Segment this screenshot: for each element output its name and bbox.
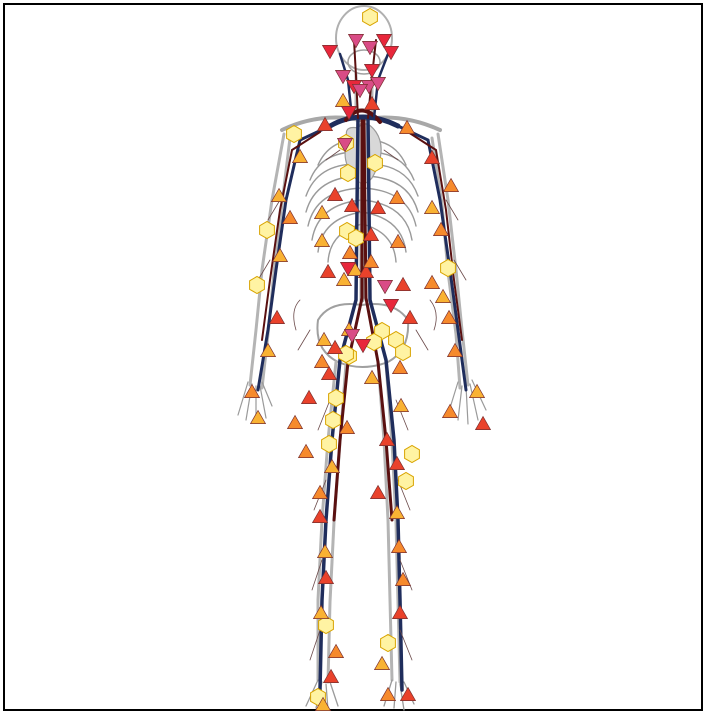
up-triangle-marker bbox=[436, 290, 451, 303]
up-triangle-marker bbox=[371, 486, 386, 499]
up-triangle-marker bbox=[288, 416, 303, 429]
hexagon-marker bbox=[381, 635, 396, 652]
up-triangle-marker bbox=[336, 94, 351, 107]
hexagon-marker bbox=[319, 617, 334, 634]
up-triangle-marker bbox=[365, 371, 380, 384]
up-triangle-marker bbox=[324, 670, 339, 683]
up-triangle-marker bbox=[251, 411, 266, 424]
up-triangle-marker bbox=[371, 201, 386, 214]
up-triangle-marker bbox=[315, 355, 330, 368]
up-triangle-marker bbox=[394, 399, 409, 412]
down-triangle-marker bbox=[349, 34, 364, 47]
up-triangle-marker bbox=[393, 361, 408, 374]
leg-bones bbox=[318, 362, 400, 682]
hexagon-marker bbox=[441, 260, 456, 277]
up-triangle-marker bbox=[302, 391, 317, 404]
up-triangle-marker bbox=[314, 606, 329, 619]
hexagon-marker bbox=[250, 277, 265, 294]
up-triangle-marker bbox=[321, 265, 336, 278]
up-triangle-marker bbox=[443, 405, 458, 418]
up-triangle-marker bbox=[375, 657, 390, 670]
hexagon-marker bbox=[326, 412, 341, 429]
down-triangle-marker bbox=[323, 45, 338, 58]
up-triangle-marker bbox=[299, 445, 314, 458]
hexagon-marker bbox=[287, 126, 302, 143]
up-triangle-marker bbox=[425, 201, 440, 214]
up-triangle-marker bbox=[434, 223, 449, 236]
hexagon-marker bbox=[405, 446, 420, 463]
up-triangle-marker bbox=[328, 188, 343, 201]
hexagon-marker bbox=[329, 390, 344, 407]
hexagon-marker bbox=[339, 346, 354, 363]
up-triangle-marker bbox=[425, 276, 440, 289]
up-triangle-marker bbox=[390, 191, 405, 204]
up-triangle-marker bbox=[393, 606, 408, 619]
hexagon-marker bbox=[349, 230, 364, 247]
up-triangle-marker bbox=[396, 278, 411, 291]
up-triangle-marker bbox=[329, 645, 344, 658]
up-triangle-marker bbox=[392, 540, 407, 553]
hexagon-marker bbox=[322, 436, 337, 453]
hexagon-marker bbox=[341, 165, 356, 182]
hexagon-marker bbox=[399, 473, 414, 490]
hexagon-marker bbox=[260, 222, 275, 239]
down-triangle-marker bbox=[378, 280, 393, 293]
down-triangle-marker bbox=[365, 64, 380, 77]
up-triangle-marker bbox=[261, 344, 276, 357]
hexagon-marker bbox=[368, 155, 383, 172]
hexagon-marker bbox=[396, 344, 411, 361]
up-triangle-marker bbox=[315, 234, 330, 247]
down-triangle-marker bbox=[377, 34, 392, 47]
up-triangle-marker bbox=[381, 688, 396, 701]
hexagon-marker bbox=[363, 9, 378, 26]
